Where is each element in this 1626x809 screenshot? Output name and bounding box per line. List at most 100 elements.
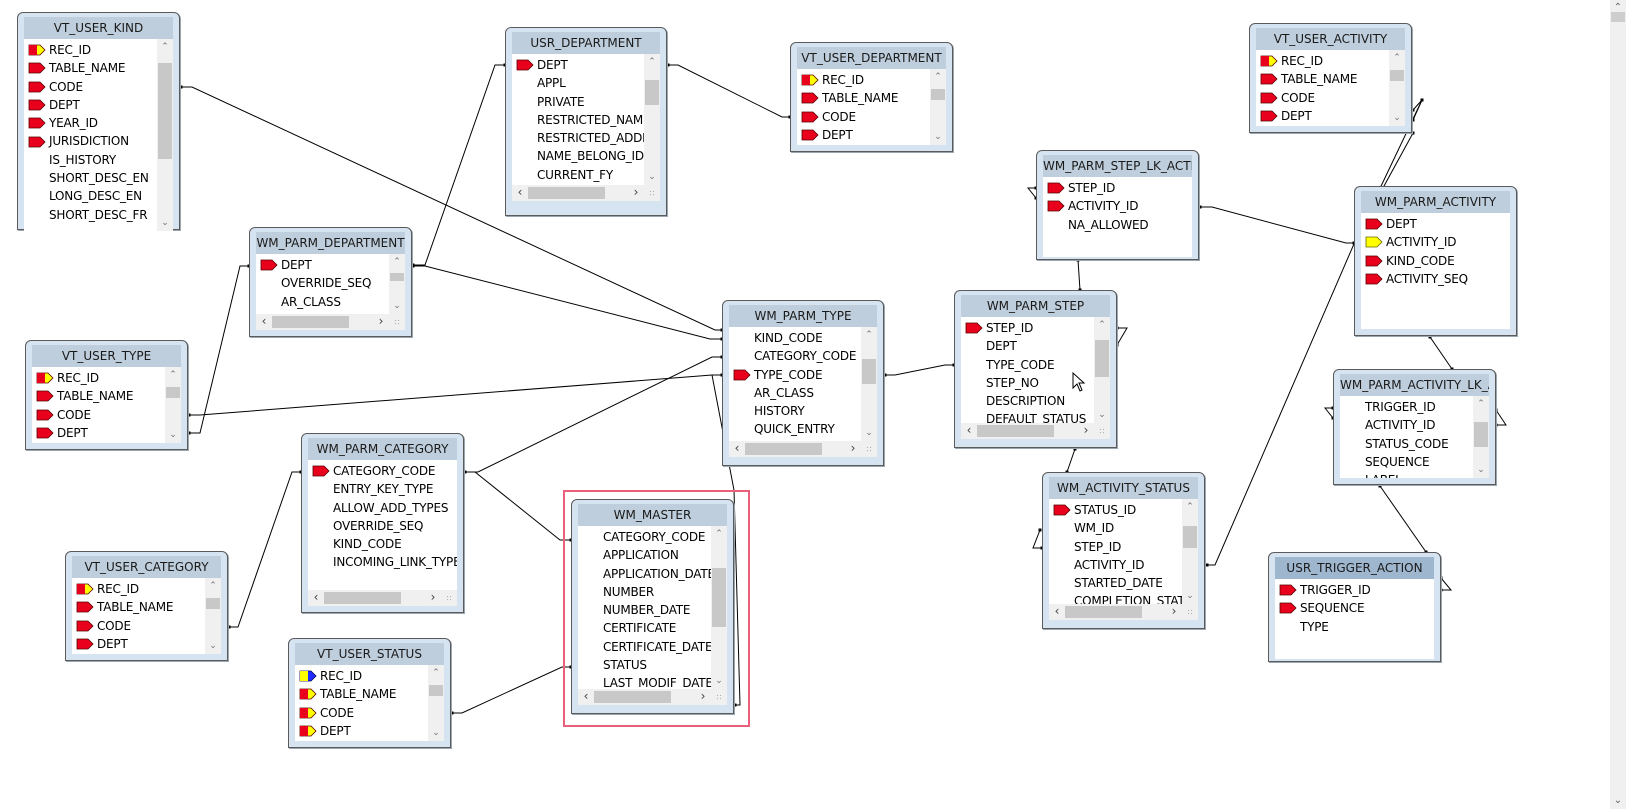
column-row[interactable]: IS_HISTORY (24, 151, 157, 169)
table-title[interactable]: WM_PARM_ACTIVITY (1361, 191, 1510, 213)
scroll-down-icon[interactable]: ⌄ (648, 172, 656, 182)
column-row[interactable]: DESCRIPTION (961, 392, 1094, 410)
scroll-left-icon[interactable]: ‹ (734, 441, 740, 455)
table-title[interactable]: WM_PARM_DEPARTMENT (256, 232, 405, 254)
relationship-line[interactable] (1379, 485, 1427, 553)
scrollbar-thumb[interactable] (390, 272, 404, 282)
scroll-right-icon[interactable]: › (1083, 423, 1089, 437)
column-row[interactable]: ALLOW_ADD_TYPES (308, 499, 457, 517)
column-row[interactable]: KIND_CODE (308, 535, 457, 553)
column-row[interactable]: YEAR_ID (24, 114, 157, 132)
column-row[interactable]: AR_CLASS (729, 384, 861, 402)
column-list-vertical-scrollbar[interactable]: ⌃ ⌄ (205, 578, 221, 654)
scrollbar-thumb[interactable] (158, 63, 172, 159)
column-row[interactable]: ACTIVITY_ID (1340, 416, 1473, 434)
scroll-up-icon[interactable]: ⌃ (865, 330, 873, 340)
scrollbar-thumb[interactable] (594, 691, 672, 703)
scroll-right-icon[interactable]: › (430, 590, 436, 604)
scrollbar-thumb[interactable] (745, 443, 822, 455)
column-row[interactable]: STEP_NO (961, 374, 1094, 392)
scroll-left-icon[interactable]: ‹ (313, 590, 319, 604)
scrollbar-thumb[interactable] (931, 89, 945, 101)
column-row[interactable]: JURISDICTION (24, 132, 157, 150)
table-title[interactable]: VT_USER_KIND (24, 17, 173, 39)
column-row[interactable]: RESTRICTED_NAME (512, 111, 651, 129)
column-row[interactable]: DEPT (295, 722, 428, 740)
column-row[interactable]: SEQUENCE (1340, 453, 1473, 471)
column-row[interactable]: TYPE (1275, 618, 1434, 636)
table-title[interactable]: WM_PARM_ACTIVITY_LK_A... (1340, 374, 1489, 396)
scroll-up-icon[interactable]: ⌃ (715, 529, 723, 539)
column-row[interactable]: DEPT (1361, 215, 1510, 233)
column-row[interactable]: CODE (72, 617, 205, 635)
resize-grip-icon[interactable]: ∷ (866, 445, 872, 454)
relationship-line[interactable] (1026, 187, 1037, 199)
column-row[interactable]: TRIGGER_ID (1275, 581, 1434, 599)
scrollbar-thumb[interactable] (712, 568, 726, 628)
table-title[interactable]: WM_MASTER (578, 504, 727, 526)
scroll-right-icon[interactable]: › (633, 185, 639, 199)
column-row[interactable]: SEQUENCE (1275, 599, 1434, 617)
column-row[interactable]: DEPT (961, 337, 1094, 355)
relationship-line[interactable] (189, 265, 249, 434)
table-title[interactable]: VT_USER_TYPE (32, 345, 181, 367)
column-row[interactable]: TRIGGER_ID (1340, 398, 1473, 416)
scrollbar-thumb[interactable] (862, 359, 876, 384)
column-row[interactable]: DEPT (797, 126, 930, 144)
scroll-right-icon[interactable]: › (378, 314, 384, 328)
column-row[interactable]: TABLE_NAME (797, 89, 930, 107)
table-title[interactable]: WM_ACTIVITY_STATUS (1049, 477, 1198, 499)
scrollbar-thumb[interactable] (1611, 12, 1625, 22)
relationship-line[interactable] (1429, 336, 1453, 370)
relationship-line[interactable] (413, 64, 505, 266)
scroll-right-icon[interactable]: › (700, 689, 706, 703)
column-row[interactable]: RESTRICTED_ADDRESS (512, 129, 660, 147)
column-row[interactable]: CERTIFICATE_DATE (578, 638, 713, 656)
relationship-line[interactable] (1495, 409, 1507, 426)
column-list-vertical-scrollbar[interactable]: ⌃ ⌄ (1389, 50, 1405, 126)
scroll-up-icon[interactable]: ⌃ (1477, 399, 1485, 409)
column-list-vertical-scrollbar[interactable]: ⌃ ⌄ (165, 367, 181, 443)
table-title[interactable]: VT_USER_STATUS (295, 643, 444, 665)
relationship-line[interactable] (1323, 407, 1334, 419)
scrollbar-thumb[interactable] (1390, 70, 1404, 82)
relationship-line[interactable] (465, 471, 571, 541)
column-row[interactable]: DEFAULT_STATUS (961, 410, 1094, 428)
column-row[interactable]: OVERRIDE_SEQ (256, 274, 389, 292)
scroll-left-icon[interactable]: ‹ (517, 185, 523, 199)
column-list-vertical-scrollbar[interactable]: ⌃ ⌄ (644, 54, 660, 185)
column-row[interactable]: CATEGORY_CODE (578, 528, 711, 546)
scrollbar-thumb[interactable] (272, 316, 350, 328)
column-row[interactable]: CATEGORY_CODE (729, 347, 861, 365)
scroll-up-icon[interactable]: ⌃ (161, 42, 169, 52)
column-row[interactable]: STARTED_DATE (1049, 574, 1182, 592)
column-row[interactable]: HISTORY (729, 402, 861, 420)
canvas-vertical-scrollbar[interactable]: ⌃ ⌄ (1610, 0, 1626, 809)
scroll-up-icon[interactable]: ⌃ (648, 57, 656, 67)
scroll-down-icon[interactable]: ⌄ (715, 676, 723, 686)
scroll-left-icon[interactable]: ‹ (1054, 604, 1060, 618)
column-row[interactable]: AR_CLASS (256, 293, 389, 311)
scroll-up-icon[interactable]: ⌃ (169, 370, 177, 380)
column-list-horizontal-scrollbar[interactable]: ‹ › ∷ (1049, 604, 1198, 620)
column-row[interactable]: TABLE_NAME (295, 685, 428, 703)
column-list-horizontal-scrollbar[interactable]: ‹ › ∷ (578, 689, 727, 705)
column-row[interactable]: REC_ID (1256, 52, 1389, 70)
